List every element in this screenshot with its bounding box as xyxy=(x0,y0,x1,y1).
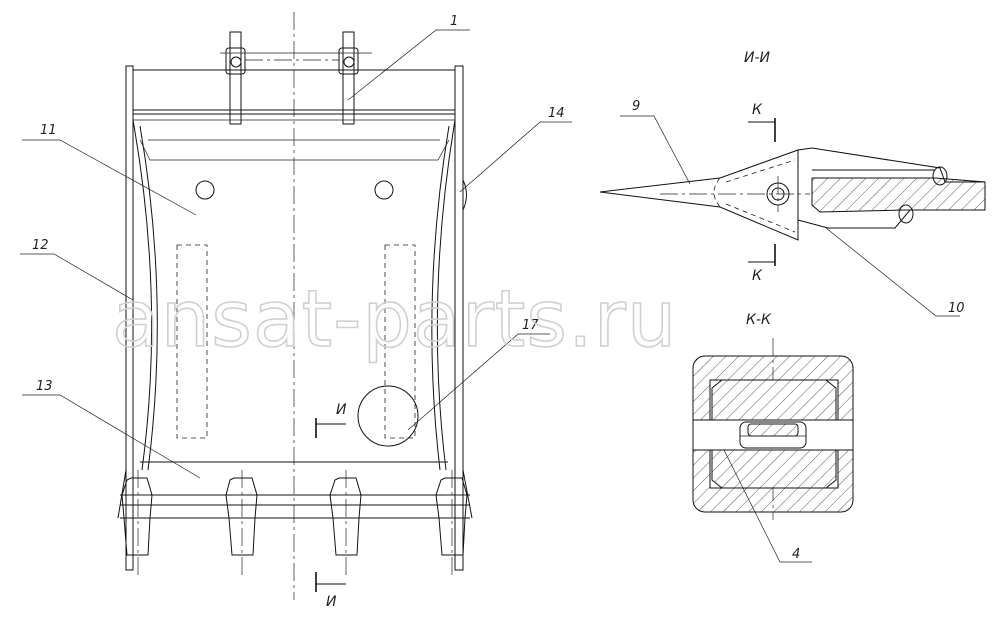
callout-1: 1 xyxy=(450,14,458,29)
callout-17: 17 xyxy=(522,318,539,333)
section-kk-title: К-К xyxy=(746,312,772,328)
bucket-front-view: И И 1 11 12 13 14 17 xyxy=(20,12,572,610)
callout-13: 13 xyxy=(36,379,53,394)
callout-4: 4 xyxy=(792,547,800,562)
cut-label-k-bottom: К xyxy=(752,268,763,284)
cut-label-i-top: И xyxy=(336,402,347,418)
cut-label-k-top: К xyxy=(752,102,763,118)
callout-12: 12 xyxy=(32,238,49,253)
section-cut-i: И И xyxy=(315,402,347,610)
callout-9: 9 xyxy=(632,99,640,114)
callout-14: 14 xyxy=(548,106,565,121)
cut-label-i-bottom: И xyxy=(326,594,337,610)
callout-10: 10 xyxy=(948,301,965,316)
section-kk-view: К-К 4 xyxy=(692,312,854,563)
callout-11: 11 xyxy=(40,123,57,138)
bucket-teeth xyxy=(121,470,468,575)
watermark-text: ansat-parts.ru xyxy=(112,275,677,365)
mounting-lugs xyxy=(220,31,372,125)
section-ii-view: И-И К К 9 10 xyxy=(599,50,986,317)
section-ii-title: И-И xyxy=(744,50,771,66)
